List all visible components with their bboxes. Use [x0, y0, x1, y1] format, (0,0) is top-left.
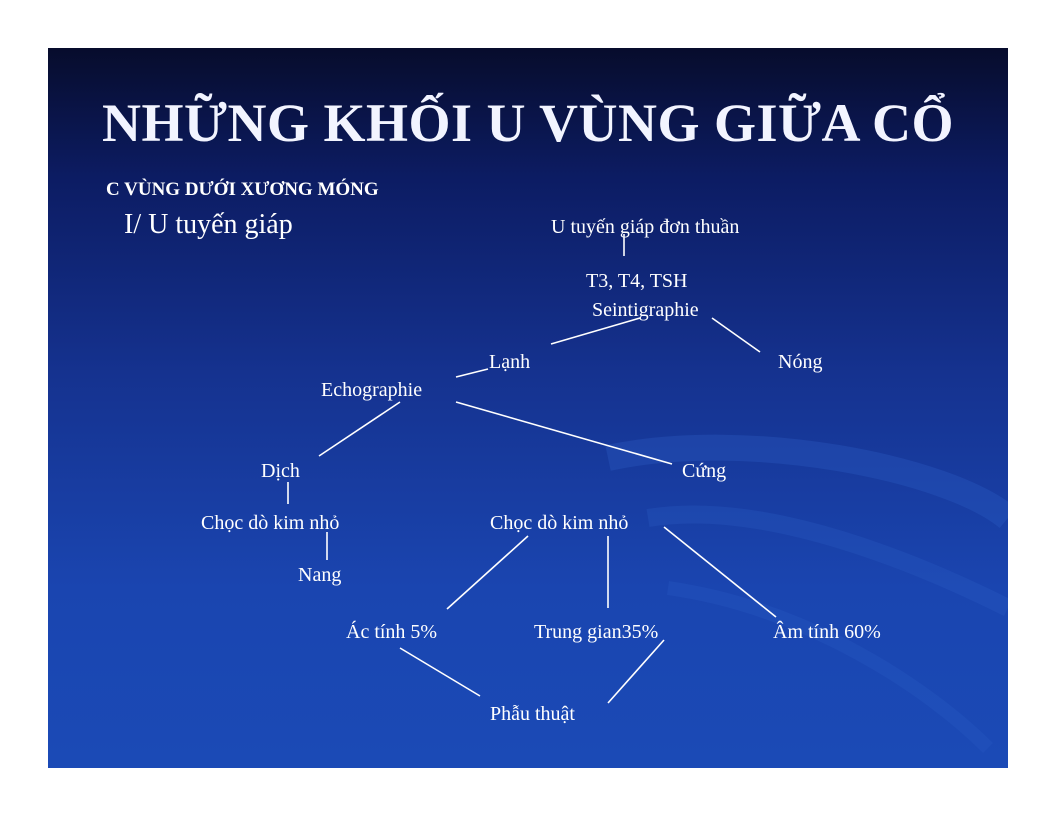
- slide-subtitle: C VÙNG DƯỚI XƯƠNG MÓNG: [106, 179, 379, 200]
- diagram-connectors: [287, 234, 777, 704]
- section-heading: I/ U tuyến giáp: [124, 209, 293, 240]
- node-malignant: Ác tính 5%: [346, 621, 438, 643]
- node-surgery: Phẫu thuật: [490, 703, 575, 725]
- connector-fna-benign: [663, 526, 777, 618]
- node-fna-solid: Chọc dò kim nhỏ: [490, 512, 629, 534]
- connector-fna-malignant: [446, 535, 529, 610]
- decorative-swirl: [605, 434, 1008, 753]
- node-root: U tuyến giáp đơn thuần: [551, 216, 740, 238]
- connector-echo-fluid: [318, 401, 401, 457]
- node-benign: Âm tính 60%: [773, 621, 881, 643]
- node-hot: Nóng: [778, 351, 823, 373]
- slide: NHỮNG KHỐI U VÙNG GIỮA CỔ C VÙNG DƯỚI XƯ…: [48, 48, 1008, 768]
- node-cyst: Nang: [298, 564, 342, 586]
- connector-echo-solid: [455, 401, 673, 465]
- connector-scinti-cold: [550, 317, 641, 345]
- node-fluid: Dịch: [261, 460, 300, 482]
- node-intermediate: Trung gian35%: [534, 621, 659, 643]
- node-fna-fluid: Chọc dò kim nhỏ: [201, 512, 340, 534]
- slide-title: NHỮNG KHỐI U VÙNG GIỮA CỔ: [101, 93, 955, 153]
- node-scintigraphy: Seintigraphie: [592, 299, 699, 321]
- connector-malignant-surgery: [399, 647, 481, 697]
- connector-cold-echo: [455, 368, 489, 378]
- node-solid: Cứng: [682, 460, 727, 482]
- node-echography: Echographie: [321, 379, 423, 401]
- node-cold: Lạnh: [489, 351, 531, 373]
- connector-intermediate-surgery: [607, 639, 665, 704]
- node-tests: T3, T4, TSH: [586, 270, 688, 292]
- connector-scinti-hot: [711, 317, 761, 353]
